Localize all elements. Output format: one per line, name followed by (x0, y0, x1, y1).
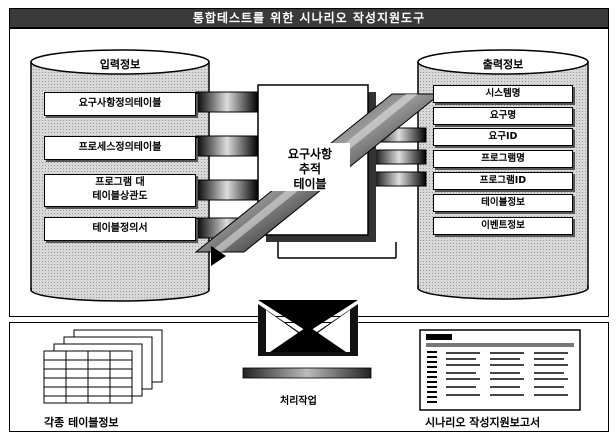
output-item-program-id: 프로그램ID (433, 172, 573, 190)
output-item-event-info: 이벤트정보 (433, 217, 573, 235)
input-heading: 입력정보 (99, 58, 141, 71)
input-item-program-table: 프로그램 대 테이블상관도 (44, 174, 196, 207)
output-item-table-info: 테이블정보 (433, 194, 573, 212)
input-item-label: 프로세스정의테이블 (78, 142, 162, 153)
input-item-requirements: 요구사항정의테이블 (44, 92, 196, 116)
output-item-program-name: 프로그램명 (433, 150, 573, 168)
input-item-label: 테이블상관도 (92, 191, 148, 202)
output-heading: 출력정보 (482, 58, 524, 71)
input-item-table-definition: 테이블정의서 (44, 217, 196, 241)
center-label-line: 요구사항 (287, 147, 333, 161)
process-envelope-icon (242, 300, 372, 379)
input-arrow-icon (211, 246, 226, 266)
input-item-label: 테이블정의서 (92, 223, 148, 234)
diagram-title: 통합테스트를 위한 시나리오 작성지원도구 (192, 11, 426, 25)
report-label: 시나리오 작성지원보고서 (425, 416, 541, 429)
title-bar: 통합테스트를 위한 시나리오 작성지원도구 (9, 8, 609, 28)
center-label-bg (270, 143, 350, 191)
center-label-line: 추적 (298, 162, 322, 176)
center-down-lines (277, 242, 397, 259)
output-item-request-name: 요구명 (433, 107, 573, 125)
table-sheets-icon (43, 329, 163, 404)
report-document-icon (419, 329, 581, 411)
output-item-system-name: 시스템명 (433, 85, 573, 103)
input-item-process: 프로세스정의테이블 (44, 136, 196, 160)
output-item-request-id: 요구ID (433, 128, 573, 146)
center-label-line: 테이블 (293, 177, 327, 191)
input-item-label: 프로그램 대 (95, 177, 145, 188)
input-item-label: 요구사항정의테이블 (78, 98, 162, 109)
tables-info-label: 각종 테이블정보 (44, 416, 119, 429)
center-table-label: 요구사항 추적 테이블 (265, 147, 355, 192)
process-label: 처리작업 (280, 396, 317, 407)
